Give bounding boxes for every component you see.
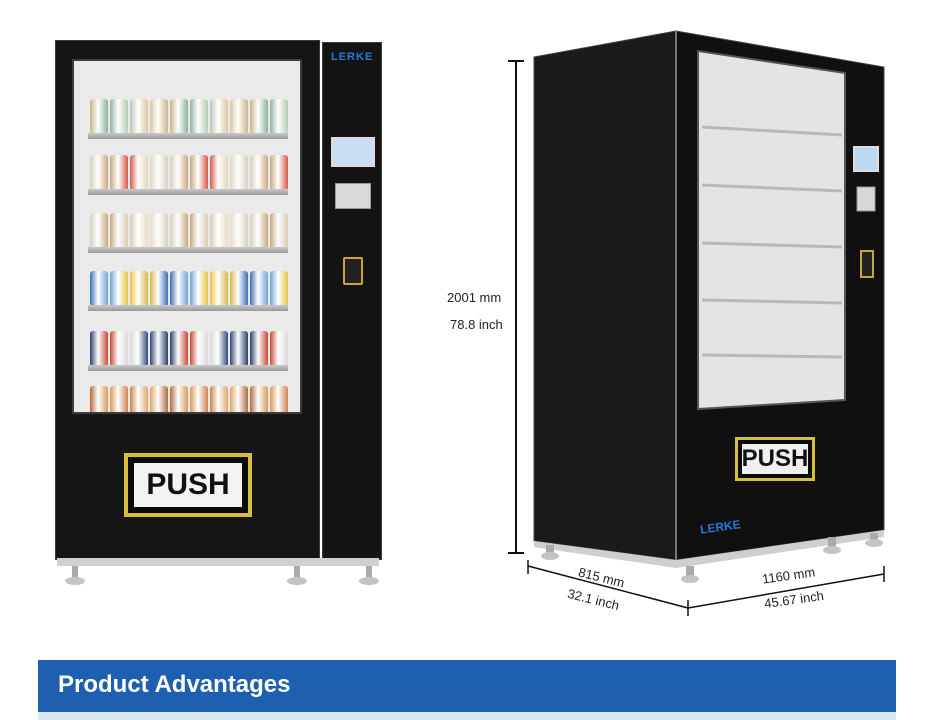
- product-can: [130, 155, 148, 189]
- product-can: [110, 99, 128, 133]
- shelf: [88, 133, 288, 139]
- product-row: [90, 331, 288, 365]
- product-can: [150, 155, 168, 189]
- push-door-button[interactable]: PUSH: [124, 453, 252, 517]
- height-mm-label: 2001 mm: [447, 290, 502, 305]
- product-can: [230, 271, 248, 305]
- product-can: [250, 99, 268, 133]
- product-can: [270, 155, 288, 189]
- coin-slot-icon[interactable]: [343, 257, 363, 285]
- product-can: [230, 331, 248, 365]
- push-label: PUSH: [134, 463, 242, 507]
- brand-logo: LERKE: [331, 51, 374, 63]
- product-can: [130, 271, 148, 305]
- product-can: [210, 213, 228, 247]
- product-can: [190, 331, 208, 365]
- section-banner: Product Advantages: [38, 660, 896, 712]
- product-row: [90, 155, 288, 189]
- side-push-label: PUSH: [741, 444, 809, 474]
- product-can: [110, 271, 128, 305]
- product-can: [210, 386, 228, 412]
- product-can: [250, 386, 268, 412]
- product-can: [110, 155, 128, 189]
- product-row: [90, 213, 288, 247]
- product-can: [190, 386, 208, 412]
- product-can: [130, 99, 148, 133]
- product-can: [210, 331, 228, 365]
- display-window: [72, 59, 302, 414]
- product-can: [250, 331, 268, 365]
- product-can: [150, 331, 168, 365]
- product-can: [190, 99, 208, 133]
- product-can: [170, 213, 188, 247]
- perspective-view-machine: [533, 30, 885, 583]
- product-can: [90, 386, 108, 412]
- shelf: [88, 305, 288, 311]
- product-can: [110, 386, 128, 412]
- product-can: [90, 331, 108, 365]
- touch-screen[interactable]: [331, 137, 375, 167]
- product-can: [170, 386, 188, 412]
- front-view-machine: PUSH LERKE: [55, 40, 385, 588]
- product-can: [190, 271, 208, 305]
- product-can: [210, 155, 228, 189]
- product-can: [130, 213, 148, 247]
- product-can: [130, 331, 148, 365]
- product-can: [110, 331, 128, 365]
- product-can: [210, 99, 228, 133]
- product-can: [110, 213, 128, 247]
- product-can: [270, 213, 288, 247]
- product-can: [230, 386, 248, 412]
- product-can: [250, 155, 268, 189]
- base-dimension-lines: [527, 560, 885, 616]
- product-can: [170, 271, 188, 305]
- product-can: [250, 271, 268, 305]
- product-can: [90, 271, 108, 305]
- card-reader[interactable]: [335, 183, 371, 209]
- banner-underline: [38, 712, 896, 720]
- height-dimension-line: [508, 60, 524, 554]
- shelf: [88, 189, 288, 195]
- product-can: [230, 155, 248, 189]
- product-can: [170, 155, 188, 189]
- banner-title: Product Advantages: [58, 671, 291, 698]
- cabinet-door: PUSH: [55, 40, 320, 560]
- product-row: [90, 271, 288, 305]
- product-can: [270, 271, 288, 305]
- leveling-foot-icon: [65, 566, 85, 588]
- product-can: [190, 213, 208, 247]
- leveling-foot-icon: [287, 566, 307, 588]
- product-can: [90, 99, 108, 133]
- product-can: [230, 99, 248, 133]
- product-can: [230, 213, 248, 247]
- product-can: [210, 271, 228, 305]
- control-panel: LERKE: [322, 42, 382, 560]
- product-can: [190, 155, 208, 189]
- product-can: [90, 213, 108, 247]
- product-row: [90, 99, 288, 133]
- product-can: [150, 213, 168, 247]
- product-can: [170, 331, 188, 365]
- product-can: [170, 99, 188, 133]
- product-can: [150, 271, 168, 305]
- product-can: [270, 331, 288, 365]
- product-can: [270, 99, 288, 133]
- product-can: [90, 155, 108, 189]
- shelf: [88, 365, 288, 371]
- leveling-foot-icon: [359, 566, 379, 588]
- product-row: [90, 386, 288, 412]
- shelf: [88, 247, 288, 253]
- height-inch-label: 78.8 inch: [450, 317, 503, 332]
- product-can: [250, 213, 268, 247]
- product-can: [150, 386, 168, 412]
- side-push-door-button[interactable]: PUSH: [735, 437, 815, 481]
- machine-base: [57, 558, 379, 566]
- product-can: [270, 386, 288, 412]
- product-can: [130, 386, 148, 412]
- product-can: [150, 99, 168, 133]
